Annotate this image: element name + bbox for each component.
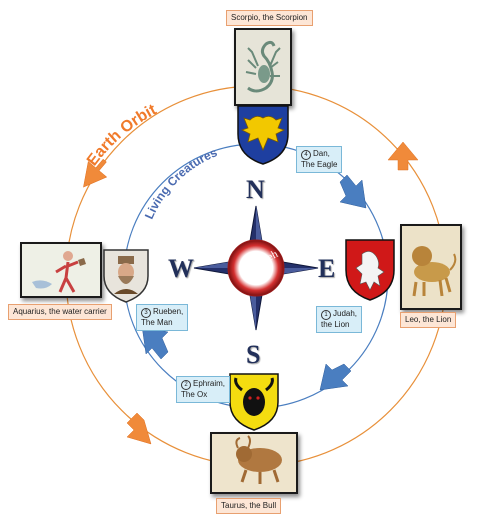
scorpio-label: Scorpio, the Scorpion [226, 10, 313, 26]
tribe-ephraim-line1: Ephraim, [193, 379, 226, 388]
lion-icon [402, 226, 460, 308]
outer-arrow-nw [83, 158, 108, 188]
outer-arrow-sw [126, 412, 152, 445]
earth-orbit-label: Earth Orbit [84, 101, 160, 169]
aquarius-label: Aquarius, the water carrier [8, 304, 112, 320]
ox-shield-icon [228, 372, 280, 437]
lion-shield-icon [344, 238, 396, 307]
outer-arrow-ne [387, 141, 419, 171]
tribe-rueben-number: 3 [141, 308, 151, 318]
compass-rose [193, 205, 319, 331]
tribe-ephraim-line2: The Ox [181, 390, 208, 399]
compass-east-letter: E [318, 254, 336, 283]
tribe-ephraim-number: 2 [181, 380, 191, 390]
taurus-constellation-image [210, 432, 298, 494]
tribe-judah-line1: Judah, [333, 309, 358, 318]
inner-arrow-ne [339, 174, 367, 209]
tribe-judah-line2: the Lion [321, 320, 350, 329]
inner-arrow-se [319, 363, 352, 391]
leo-constellation-image [400, 224, 462, 310]
water-carrier-icon [22, 244, 100, 296]
leo-label: Leo, the Lion [400, 312, 457, 328]
tribe-dan-line1: Dan, [313, 149, 330, 158]
compass-north-letter: N [246, 175, 265, 204]
inner-arrow-sw [141, 325, 169, 360]
tribe-dan-line2: The Eagle [301, 160, 338, 169]
tribe-judah-number: 1 [321, 310, 331, 320]
aquarius-constellation-image [20, 242, 102, 298]
living-creatures-label: Living Creatures [142, 145, 220, 221]
tribe-rueben-line1: Rueben, [153, 307, 184, 316]
eagle-shield-icon [236, 104, 290, 171]
tribe-rueben-line2: The Man [141, 318, 173, 327]
compass-west-letter: W [168, 254, 194, 283]
man-shield-icon [102, 248, 150, 309]
scorpion-icon [236, 30, 290, 104]
taurus-label: Taurus, the Bull [216, 498, 282, 514]
tribe-dan-number: 4 [301, 150, 311, 160]
scorpio-constellation-image [234, 28, 292, 106]
bull-icon [212, 434, 296, 492]
compass-south-letter: S [246, 340, 261, 369]
